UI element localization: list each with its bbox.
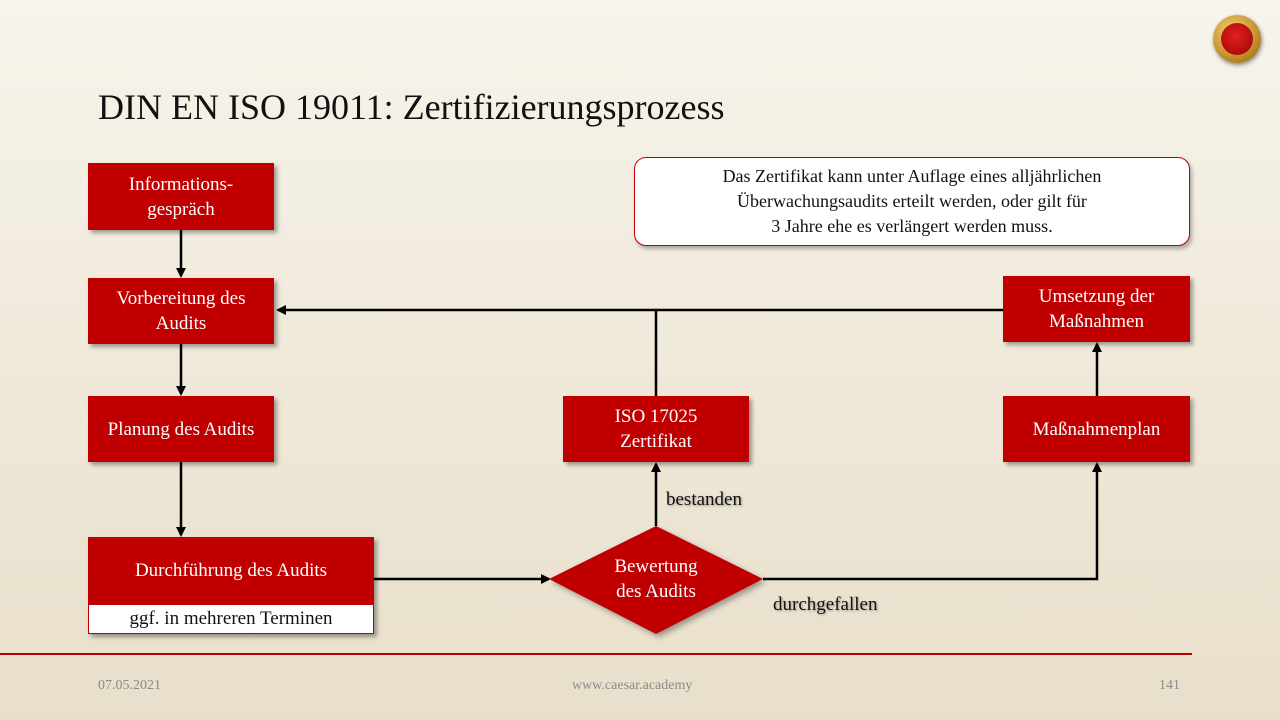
edge-label-durchgefallen: durchgefallen bbox=[773, 594, 878, 615]
box-iso-zertifikat: ISO 17025 Zertifikat bbox=[563, 396, 749, 462]
note-mehrere-termine: ggf. in mehreren Terminen bbox=[88, 604, 374, 634]
slide-title: DIN EN ISO 19011: Zertifizierungsprozess bbox=[98, 87, 725, 127]
decision-diamond bbox=[549, 526, 763, 634]
footer-website: www.caesar.academy bbox=[572, 678, 693, 693]
caesar-academy-logo-icon bbox=[1213, 15, 1261, 63]
box-vorbereitung-audits: Vorbereitung des Audits bbox=[88, 278, 274, 344]
box-durchfuehrung-audits: Durchführung des Audits bbox=[88, 537, 374, 604]
footer-date: 07.05.2021 bbox=[98, 678, 161, 693]
box-planung-audits: Planung des Audits bbox=[88, 396, 274, 462]
box-massnahmenplan: Maßnahmenplan bbox=[1003, 396, 1190, 462]
footer-page-number: 141 bbox=[1159, 678, 1180, 693]
arrow-bewertung-to-massnahmenplan bbox=[763, 462, 1102, 581]
certificate-note: Das Zertifikat kann unter Auflage eines … bbox=[634, 157, 1190, 246]
box-umsetzung-massnahmen: Umsetzung der Maßnahmen bbox=[1003, 276, 1190, 342]
box-informationsgespraech: Informations- gespräch bbox=[88, 163, 274, 230]
edge-label-bestanden: bestanden bbox=[666, 489, 742, 510]
footer-divider bbox=[0, 653, 1192, 655]
decision-bewertung-label: Bewertung des Audits bbox=[614, 556, 698, 602]
